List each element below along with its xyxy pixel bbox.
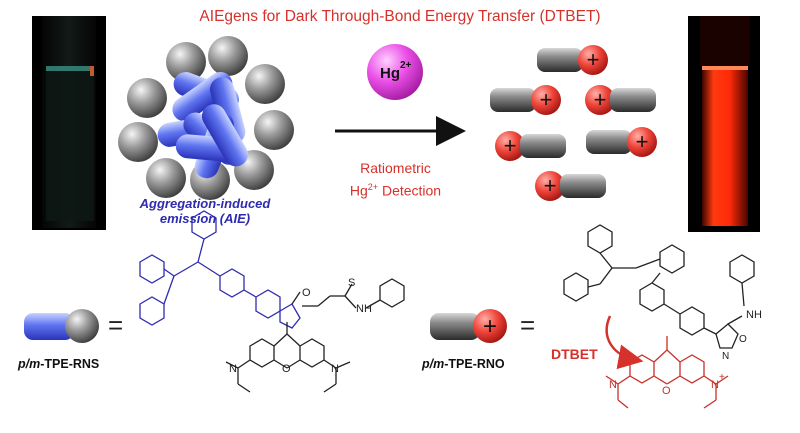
compound-rns-suffix: -TPE-RNS xyxy=(40,357,100,371)
svg-text:N: N xyxy=(722,351,729,362)
hg-charge: 2+ xyxy=(400,60,412,71)
compound-label-rns: p/m-TPE-RNS xyxy=(18,357,99,371)
aie-caption: Aggregation-induced emission (AIE) xyxy=(120,196,290,226)
arrow-caption-charge: 2+ xyxy=(367,182,379,192)
arrow-caption-line2: Hg2+ Detection xyxy=(318,178,473,201)
legend-icon-rno: + xyxy=(430,309,507,343)
arrow-caption: Ratiometric Hg2+ Detection xyxy=(318,159,473,201)
product-molecules: + + + + + + xyxy=(490,45,657,201)
compound-label-rno: p/m-TPE-RNO xyxy=(422,357,505,371)
svg-text:O: O xyxy=(282,363,291,375)
structure-tpe-rns: O S NH N N O xyxy=(139,210,405,393)
svg-text:O: O xyxy=(662,385,671,397)
legend-icon-rns xyxy=(24,309,99,343)
svg-text:N: N xyxy=(229,363,237,375)
svg-text:+: + xyxy=(587,47,600,72)
aie-caption-line1: Aggregation-induced xyxy=(139,196,271,211)
hg-label: Hg xyxy=(380,65,400,82)
svg-text:N: N xyxy=(331,363,339,375)
svg-text:O: O xyxy=(739,334,747,345)
dtbet-label: DTBET xyxy=(551,346,598,362)
aie-caption-line2: emission (AIE) xyxy=(159,211,251,226)
arrow-caption-detection: Detection xyxy=(378,182,442,199)
cuvette-photo-aie xyxy=(32,16,106,230)
equals-sign-rns: = xyxy=(108,310,124,340)
structure-tpe-rno: NH O N N N + O xyxy=(563,224,762,409)
hg-ion-sphere: Hg 2+ xyxy=(367,44,423,100)
compound-rno-prefix: p/m xyxy=(422,357,445,371)
figure-title: AIEgens for Dark Through-Bond Energy Tra… xyxy=(199,8,601,25)
svg-text:NH: NH xyxy=(746,309,762,321)
svg-text:+: + xyxy=(483,313,497,340)
svg-text:+: + xyxy=(636,129,649,154)
svg-text:+: + xyxy=(540,87,553,112)
svg-text:O: O xyxy=(302,287,311,299)
arrow-caption-line1: Ratiometric xyxy=(360,160,431,176)
cuvette-photo-dtbet xyxy=(688,16,760,232)
compound-rno-suffix: -TPE-RNO xyxy=(444,357,505,371)
arrow-caption-hg: Hg xyxy=(349,182,368,199)
svg-text:N: N xyxy=(609,379,617,391)
svg-text:+: + xyxy=(544,173,557,198)
svg-text:+: + xyxy=(719,372,725,383)
svg-text:+: + xyxy=(594,87,607,112)
aie-aggregate-illustration xyxy=(118,36,294,200)
svg-text:S: S xyxy=(348,277,355,289)
svg-text:+: + xyxy=(504,133,517,158)
equals-sign-rno: = xyxy=(520,310,536,340)
svg-text:N: N xyxy=(711,379,719,391)
svg-text:NH: NH xyxy=(356,303,372,315)
compound-rns-prefix: p/m xyxy=(18,357,41,371)
